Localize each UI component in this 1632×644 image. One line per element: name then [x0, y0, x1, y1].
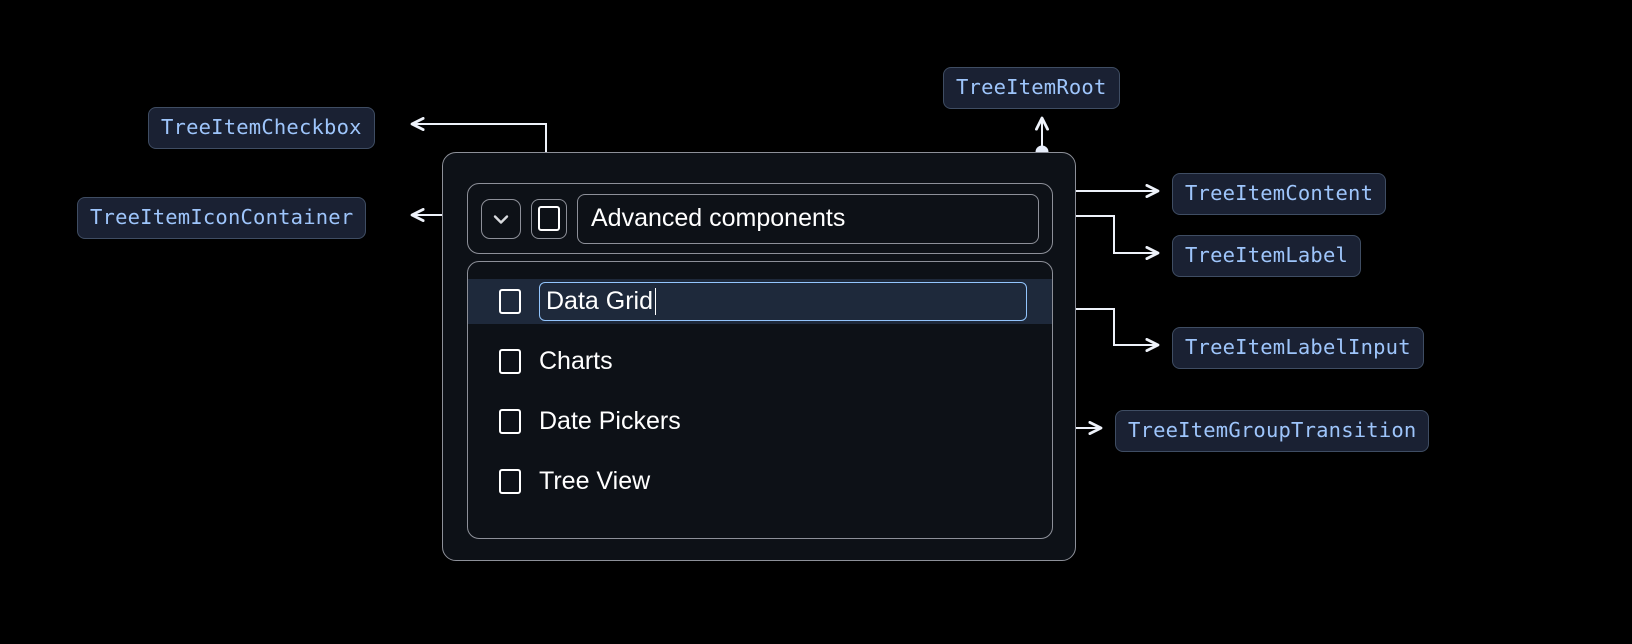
- child-label-charts: Charts: [539, 347, 613, 375]
- tree-item-checkbox[interactable]: [531, 198, 567, 239]
- child-label-tree-view: Tree View: [539, 467, 651, 495]
- child-checkbox-tree-view[interactable]: [499, 469, 521, 494]
- label-input-value: Data Grid: [546, 287, 653, 315]
- tree-item-content[interactable]: Advanced components: [467, 183, 1053, 254]
- tree-item-label-input[interactable]: Data Grid: [539, 282, 1027, 321]
- checkbox-unchecked-icon: [538, 206, 560, 231]
- tree-item-label[interactable]: Advanced components: [577, 193, 1039, 244]
- badge-tree-item-checkbox: TreeItemCheckbox: [148, 107, 375, 149]
- badge-tree-item-label: TreeItemLabel: [1172, 235, 1362, 277]
- badge-tree-item-content: TreeItemContent: [1172, 173, 1387, 215]
- chevron-down-icon: [489, 207, 513, 231]
- child-checkbox-data-grid[interactable]: [499, 289, 521, 314]
- tree-item-root[interactable]: Advanced components Data Grid Charts Dat…: [442, 152, 1076, 561]
- tree-item-child-row[interactable]: Data Grid: [468, 279, 1052, 324]
- child-checkbox-date-pickers[interactable]: [499, 409, 521, 434]
- badge-tree-item-root: TreeItemRoot: [943, 67, 1120, 109]
- child-label-date-pickers: Date Pickers: [539, 407, 681, 435]
- tree-item-label-text: Advanced components: [591, 204, 846, 232]
- tree-item-child-row[interactable]: Charts: [468, 339, 1052, 384]
- badge-tree-item-group-transition: TreeItemGroupTransition: [1115, 410, 1430, 452]
- tree-item-child-row[interactable]: Date Pickers: [468, 399, 1052, 444]
- text-caret: [654, 288, 657, 315]
- tree-item-icon-container[interactable]: [481, 198, 521, 239]
- badge-tree-item-icon-container: TreeItemIconContainer: [77, 197, 367, 239]
- child-checkbox-charts[interactable]: [499, 349, 521, 374]
- tree-item-child-row[interactable]: Tree View: [468, 459, 1052, 504]
- badge-tree-item-label-input: TreeItemLabelInput: [1172, 327, 1424, 369]
- tree-item-group-transition: Data Grid Charts Date Pickers Tree View: [467, 261, 1053, 539]
